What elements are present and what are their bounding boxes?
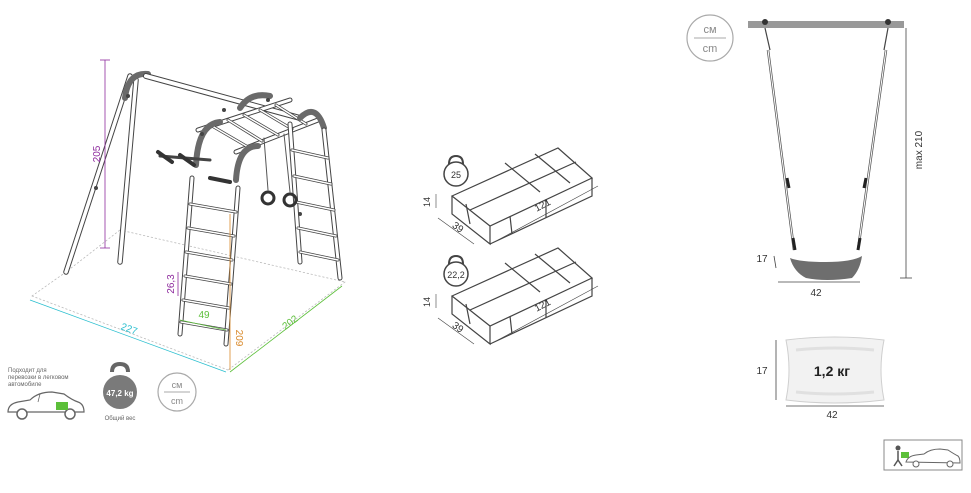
units-badge-left (157, 372, 197, 412)
units-top-left: см (172, 380, 183, 390)
units-bottom-left: cm (171, 396, 183, 406)
frame-dimensions (29, 59, 343, 373)
dim-rung-width-label: 49 (198, 310, 210, 321)
dim-depth-label: 202 (281, 313, 301, 332)
swing-seat (748, 19, 912, 283)
dim-ladder-height-label: 209 (233, 330, 244, 347)
loading-car-icon (883, 439, 963, 471)
total-weight-value: 47,2 kg (106, 389, 133, 398)
bag-height: 17 (756, 366, 768, 377)
box-1-dimensions (435, 185, 599, 245)
units-bottom-right: cm (703, 43, 718, 55)
dim-rung-step-label: 26,3 (166, 274, 177, 294)
box-2-height: 14 (422, 297, 432, 307)
box-package-2 (450, 247, 594, 346)
dim-width-label: 227 (119, 322, 139, 338)
playground-frame (31, 70, 346, 371)
units-top-right: см (703, 24, 716, 36)
weight-kettlebell-icon (103, 361, 137, 409)
bag-weight: 1,2 кг (814, 363, 850, 379)
box-2-weight: 22,2 (447, 270, 465, 280)
total-weight-label: Общий вес (105, 415, 136, 422)
box-package-1 (450, 147, 594, 246)
units-badge-right (686, 14, 734, 62)
car-icon (7, 391, 85, 420)
box-1-weight: 25 (451, 170, 461, 180)
box-2-dimensions (435, 285, 599, 345)
bag-width: 42 (826, 410, 838, 421)
box-1-weight-icon (443, 154, 469, 187)
dim-height-label: 205 (92, 145, 103, 162)
swing-seat-width: 42 (810, 288, 822, 299)
swing-seat-height: 17 (756, 254, 768, 265)
box-2-weight-icon (443, 254, 469, 287)
swing-bag (775, 336, 885, 407)
box-1-height: 14 (422, 197, 432, 207)
car-fit-note: Подходит для перевозки в легковом автомо… (8, 368, 69, 388)
swing-max-height: max 210 (914, 130, 925, 169)
